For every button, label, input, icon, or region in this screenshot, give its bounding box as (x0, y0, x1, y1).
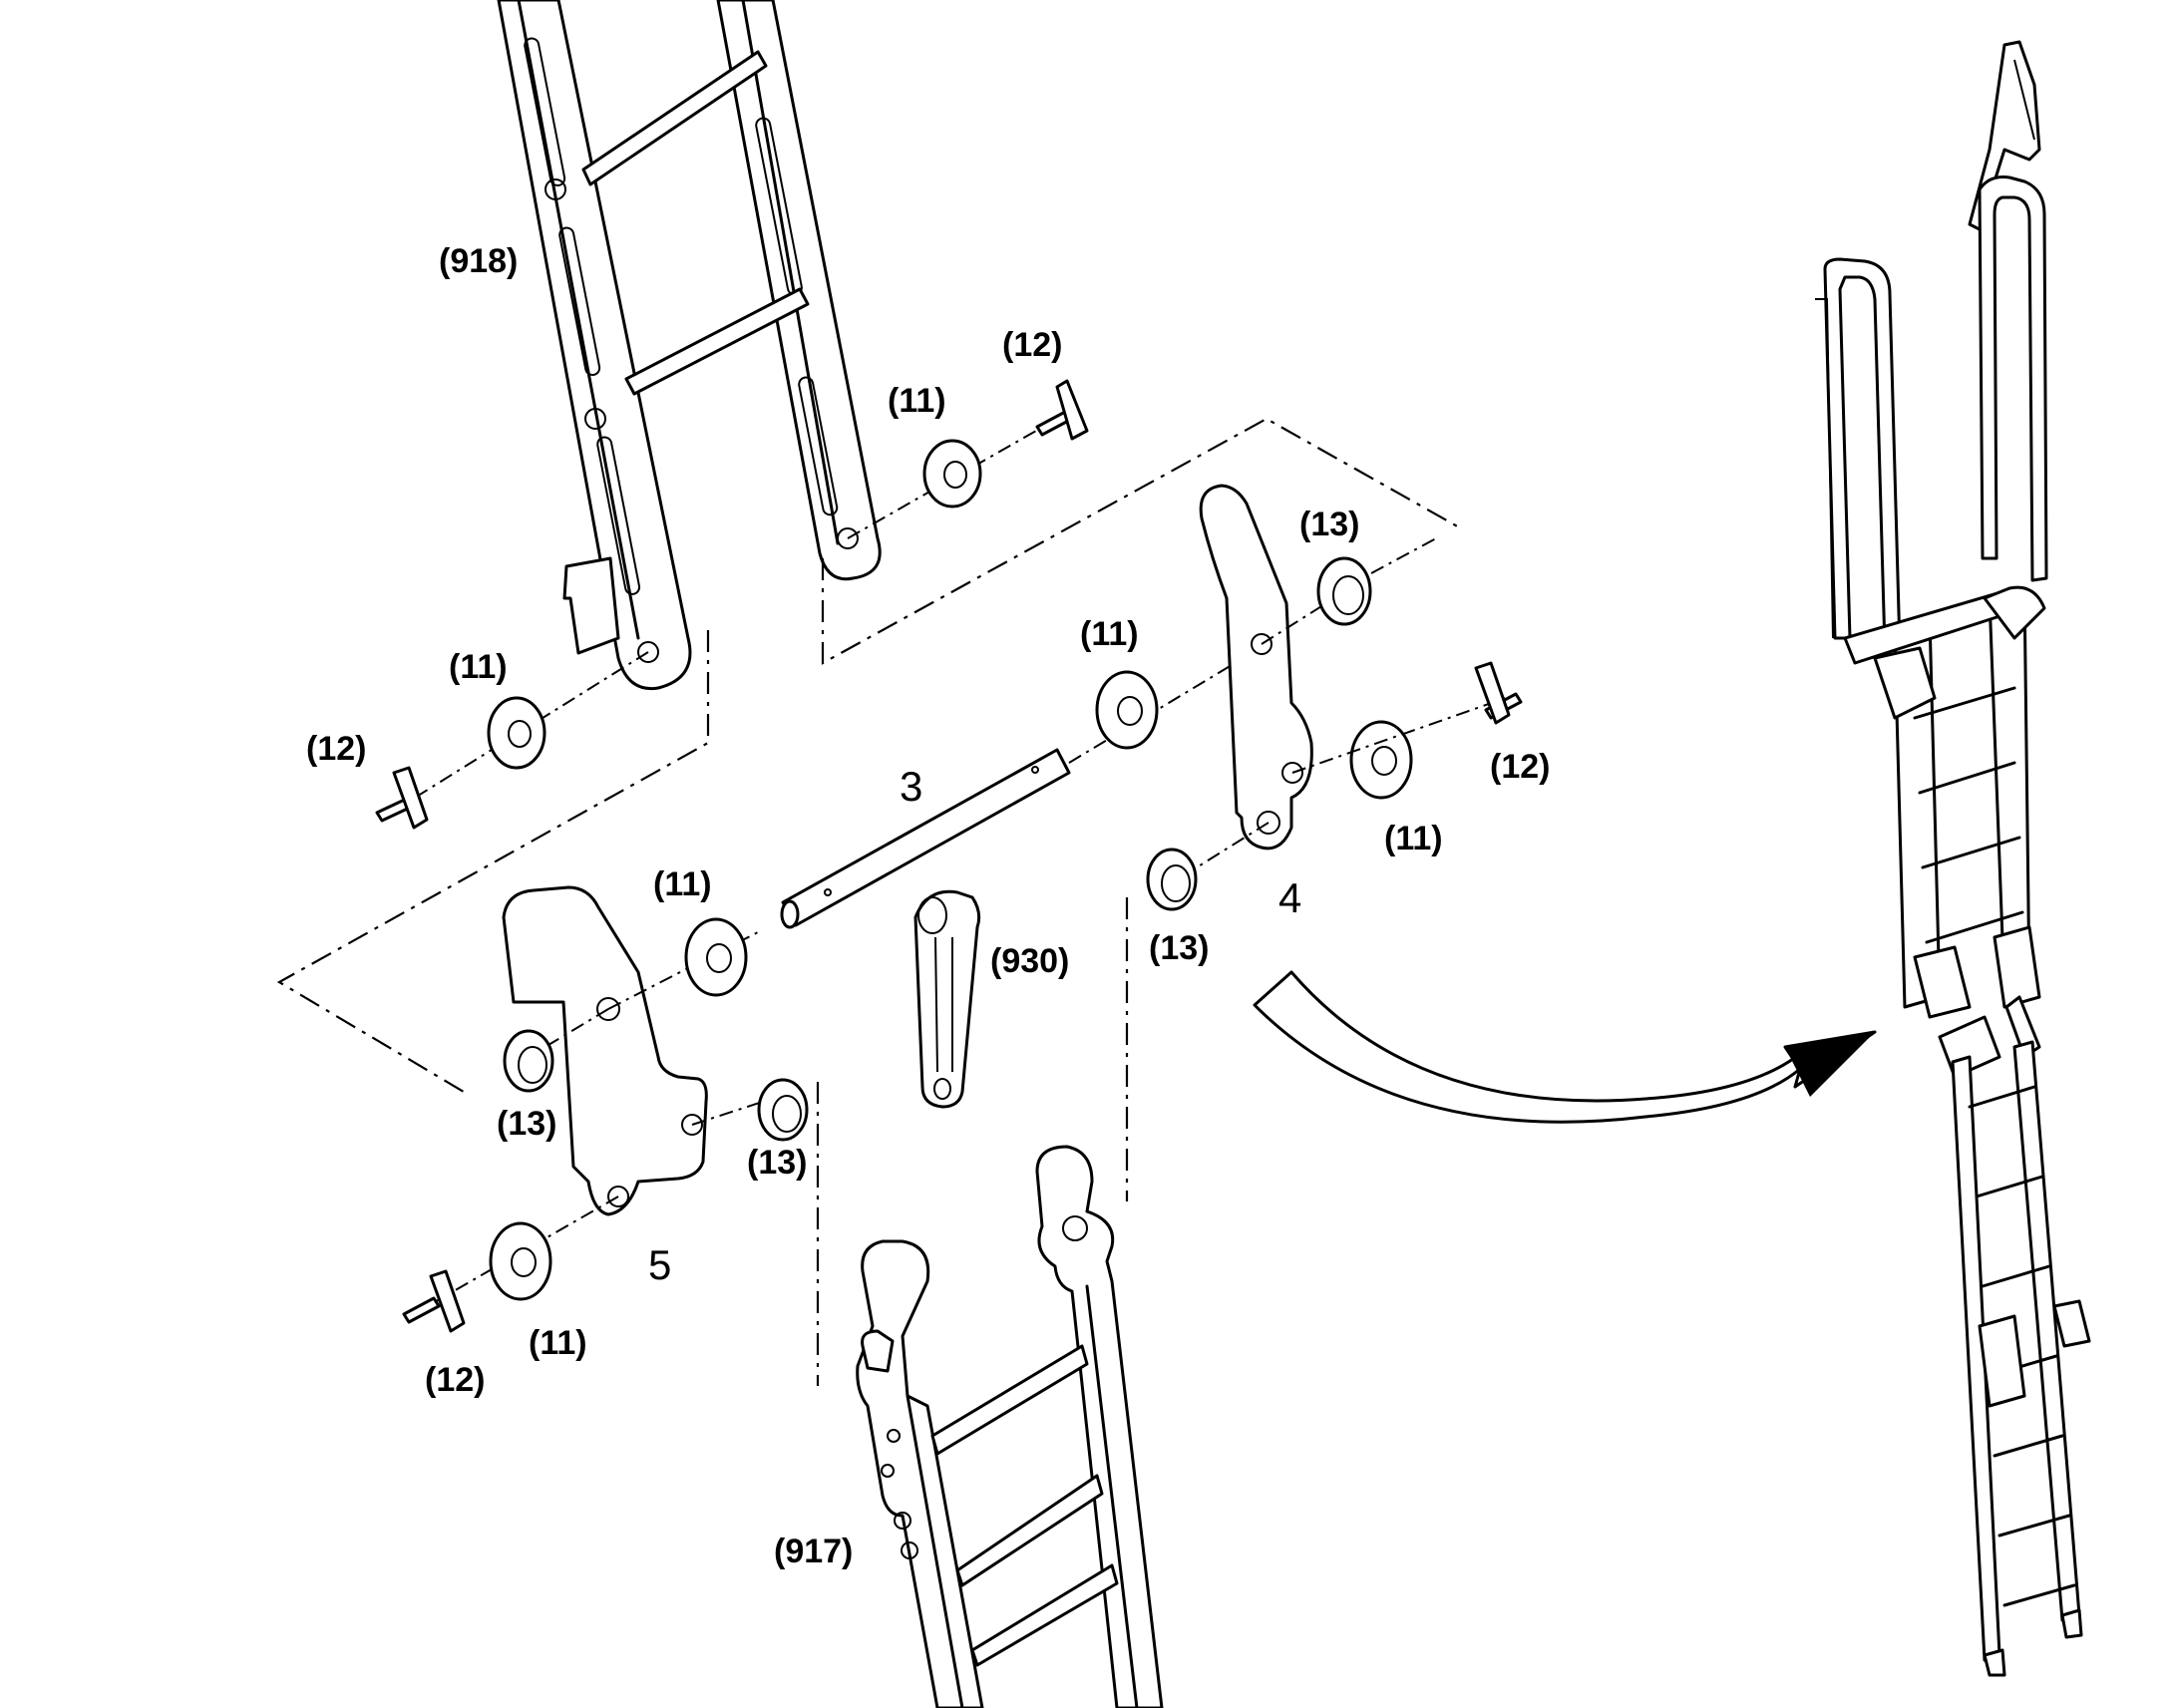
left-plate-hardware (402, 917, 809, 1333)
label-11: (11) (449, 648, 508, 686)
label-13: (13) (1299, 506, 1359, 543)
callout-labels: (918) (917) (930) (11) (11) (11) (11) (1… (306, 242, 1550, 1570)
label-11: (11) (529, 1324, 587, 1362)
phantom-outline-lines (276, 417, 1462, 1386)
label-13: (13) (747, 1144, 807, 1182)
upper-left-pin-assembly (375, 651, 649, 830)
right-plate-hardware (1095, 537, 1523, 911)
hinge-plate-4 (1199, 484, 1327, 851)
label-13: (13) (1149, 929, 1209, 967)
label-11: (11) (653, 865, 712, 903)
upper-right-pin-assembly (847, 379, 1089, 539)
label-930: (930) (990, 942, 1069, 980)
link-930 (913, 889, 981, 1109)
lower-ladder-section-917 (856, 1145, 1164, 1708)
part-number-5: 5 (648, 1241, 671, 1288)
hinge-plate-5 (502, 885, 708, 1216)
label-917: (917) (774, 1533, 853, 1570)
label-12: (12) (425, 1361, 485, 1399)
curved-arrow-icon (1253, 970, 1877, 1124)
assembled-ladder-view (1815, 40, 2091, 1677)
upper-ladder-section-918 (497, 0, 882, 691)
label-13: (13) (497, 1105, 556, 1143)
shaft-3 (780, 637, 1277, 929)
part-number-3: 3 (900, 763, 922, 810)
label-11: (11) (1080, 615, 1139, 653)
label-11: (11) (1384, 820, 1443, 857)
label-12: (12) (306, 730, 366, 768)
label-918: (918) (439, 242, 518, 280)
part-number-4: 4 (1278, 874, 1301, 921)
label-11: (11) (888, 382, 946, 420)
label-12: (12) (1002, 326, 1062, 364)
label-12: (12) (1490, 748, 1550, 786)
